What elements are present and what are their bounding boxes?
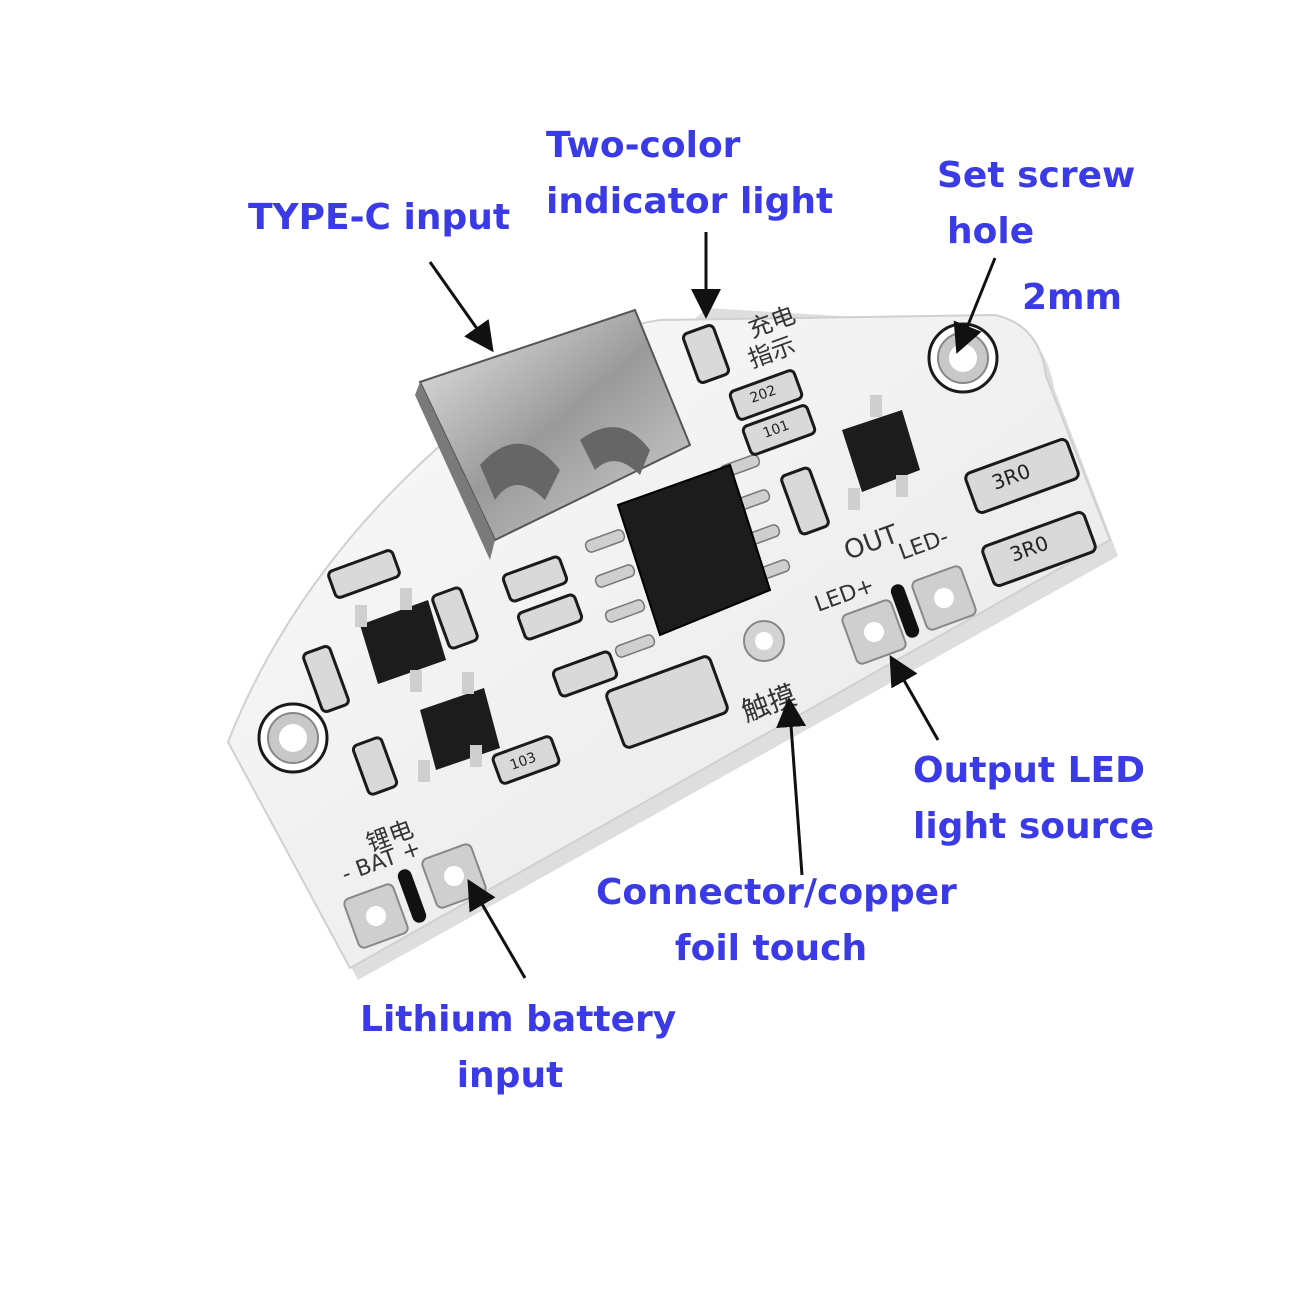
arrow-battery xyxy=(467,879,527,979)
smd-components xyxy=(302,324,1097,796)
label-screw-line2: hole xyxy=(947,211,1035,252)
label-indicator-line2: indicator light xyxy=(546,181,834,222)
label-screw: Set screw hole xyxy=(937,148,1135,260)
label-touch: Connector/copper foil touch xyxy=(596,865,957,977)
label-typec-line1: TYPE-C input xyxy=(248,197,511,238)
label-indicator-line1: Two-color xyxy=(546,125,741,166)
arrow-screw xyxy=(953,257,997,354)
screw-hole-left xyxy=(257,702,329,774)
label-touch-line1: Connector/copper xyxy=(596,872,957,913)
label-output: Output LED light source xyxy=(913,743,1154,855)
arrow-touch xyxy=(776,697,807,876)
label-touch-line2: foil touch xyxy=(674,928,868,969)
label-output-line2: light source xyxy=(913,806,1155,847)
led-output-pads xyxy=(841,565,977,665)
label-screw-line1: Set screw xyxy=(937,155,1136,196)
arrow-typec xyxy=(428,261,494,353)
main-ic xyxy=(584,454,791,658)
transistor-left-top xyxy=(355,588,446,692)
label-battery: Lithium battery input xyxy=(360,992,677,1104)
label-battery-line1: Lithium battery xyxy=(360,999,677,1040)
transistor-top xyxy=(842,395,920,510)
label-screw-size-text: 2mm xyxy=(1022,277,1123,318)
label-output-line1: Output LED xyxy=(913,750,1145,791)
typec-connector xyxy=(415,308,692,560)
label-battery-line2: input xyxy=(456,1055,564,1096)
transistor-left-bottom xyxy=(418,672,500,782)
label-typec: TYPE-C input xyxy=(248,190,510,246)
label-indicator: Two-color indicator light xyxy=(546,118,833,230)
touch-pad xyxy=(743,620,785,662)
label-screw-size: 2mm xyxy=(1022,270,1122,326)
arrow-output xyxy=(889,654,940,741)
